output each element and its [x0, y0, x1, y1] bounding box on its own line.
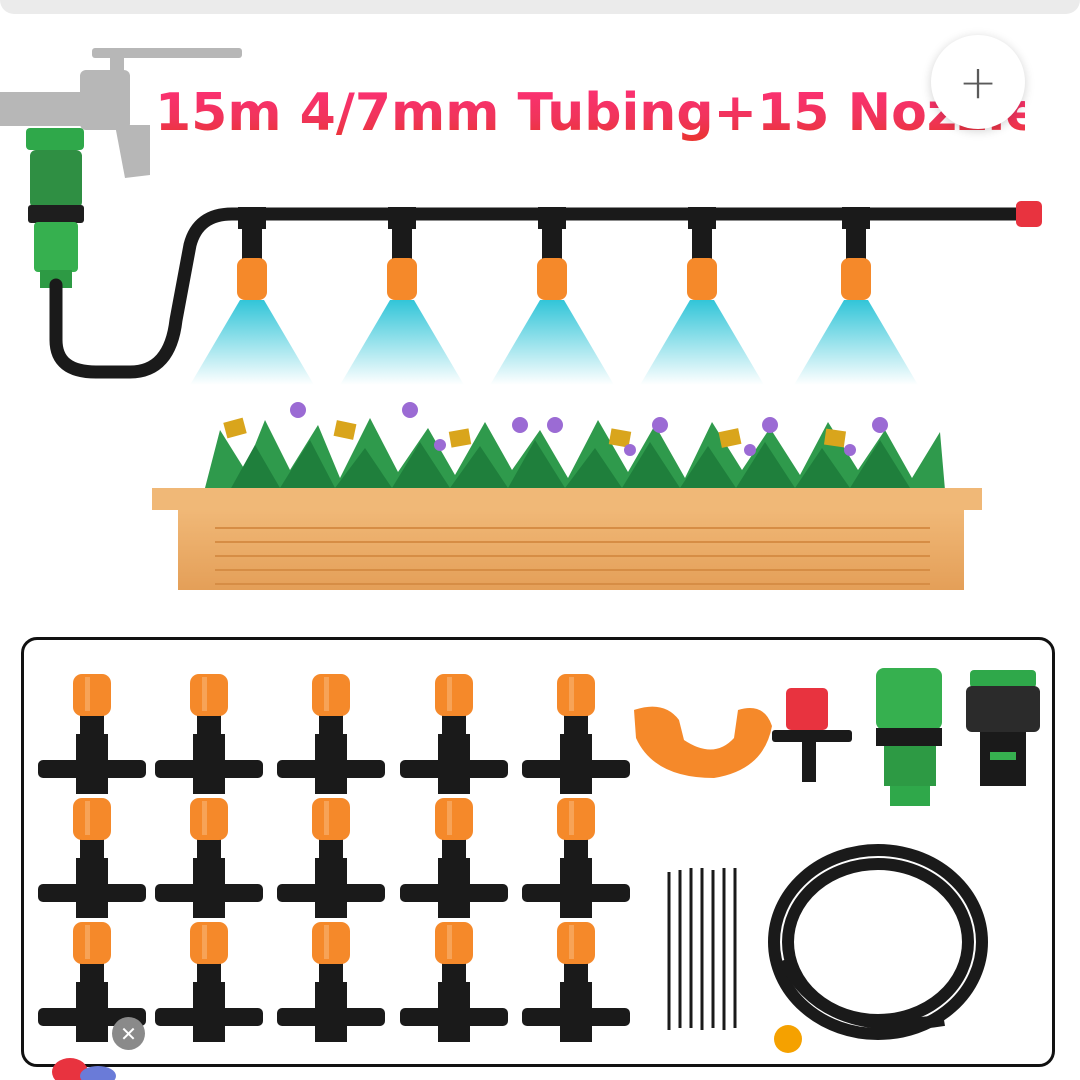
carousel-indicator-dot[interactable] — [774, 1025, 802, 1053]
kit-contents-panel — [21, 637, 1055, 1067]
faucet-connector — [26, 128, 84, 288]
product-headline: 15m 4/7mm Tubing+15 Nozzles — [155, 80, 1025, 150]
sticker-icon — [52, 1058, 116, 1080]
tee-nozzles-grid — [38, 674, 630, 1042]
close-icon: ✕ — [120, 1021, 137, 1046]
faucet — [0, 48, 242, 178]
end-plug — [1016, 201, 1042, 227]
cable-ties — [667, 868, 737, 1030]
zoom-button[interactable]: + — [931, 35, 1025, 129]
close-button[interactable]: ✕ — [112, 1017, 145, 1050]
quick-connector — [876, 668, 942, 806]
plus-icon: + — [958, 55, 998, 109]
irrigation-illustration — [0, 48, 1042, 590]
coiled-tubing — [768, 844, 988, 1040]
nozzle-row — [190, 207, 918, 385]
planter-box — [152, 488, 982, 590]
tap-adapter — [966, 670, 1040, 786]
top-status-strip — [0, 0, 1080, 14]
hose-clip — [634, 706, 772, 778]
red-dripper — [772, 688, 852, 782]
main-tubing — [49, 207, 1027, 379]
kit-contents-illustration — [38, 668, 1040, 1042]
plants — [205, 402, 945, 490]
